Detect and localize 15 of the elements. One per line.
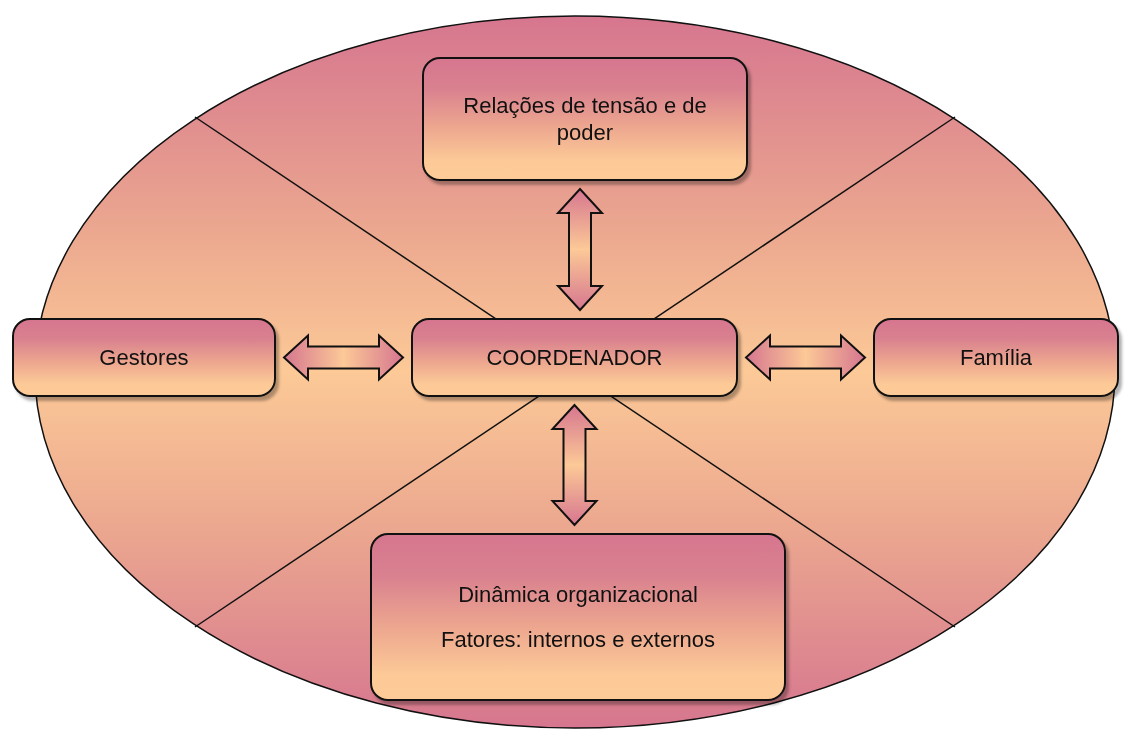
rounded-box: [12, 318, 276, 397]
rounded-box: [422, 57, 748, 181]
rounded-box: [873, 318, 1119, 397]
node-label: Família: [959, 343, 1033, 372]
node-label: Fatores: internos e externos: [441, 626, 715, 654]
node-label: Dinâmica organizacional: [458, 580, 698, 608]
double-arrow: [282, 333, 405, 382]
rounded-box: [370, 533, 786, 701]
rounded-box: [411, 318, 738, 397]
node-label: Gestores: [99, 343, 189, 372]
double-arrow: [744, 333, 867, 382]
node-label: COORDENADOR: [486, 343, 663, 372]
double-arrow: [550, 403, 599, 527]
node-label: Relações de tensão e de poder: [462, 91, 708, 147]
double-arrow: [555, 187, 605, 312]
